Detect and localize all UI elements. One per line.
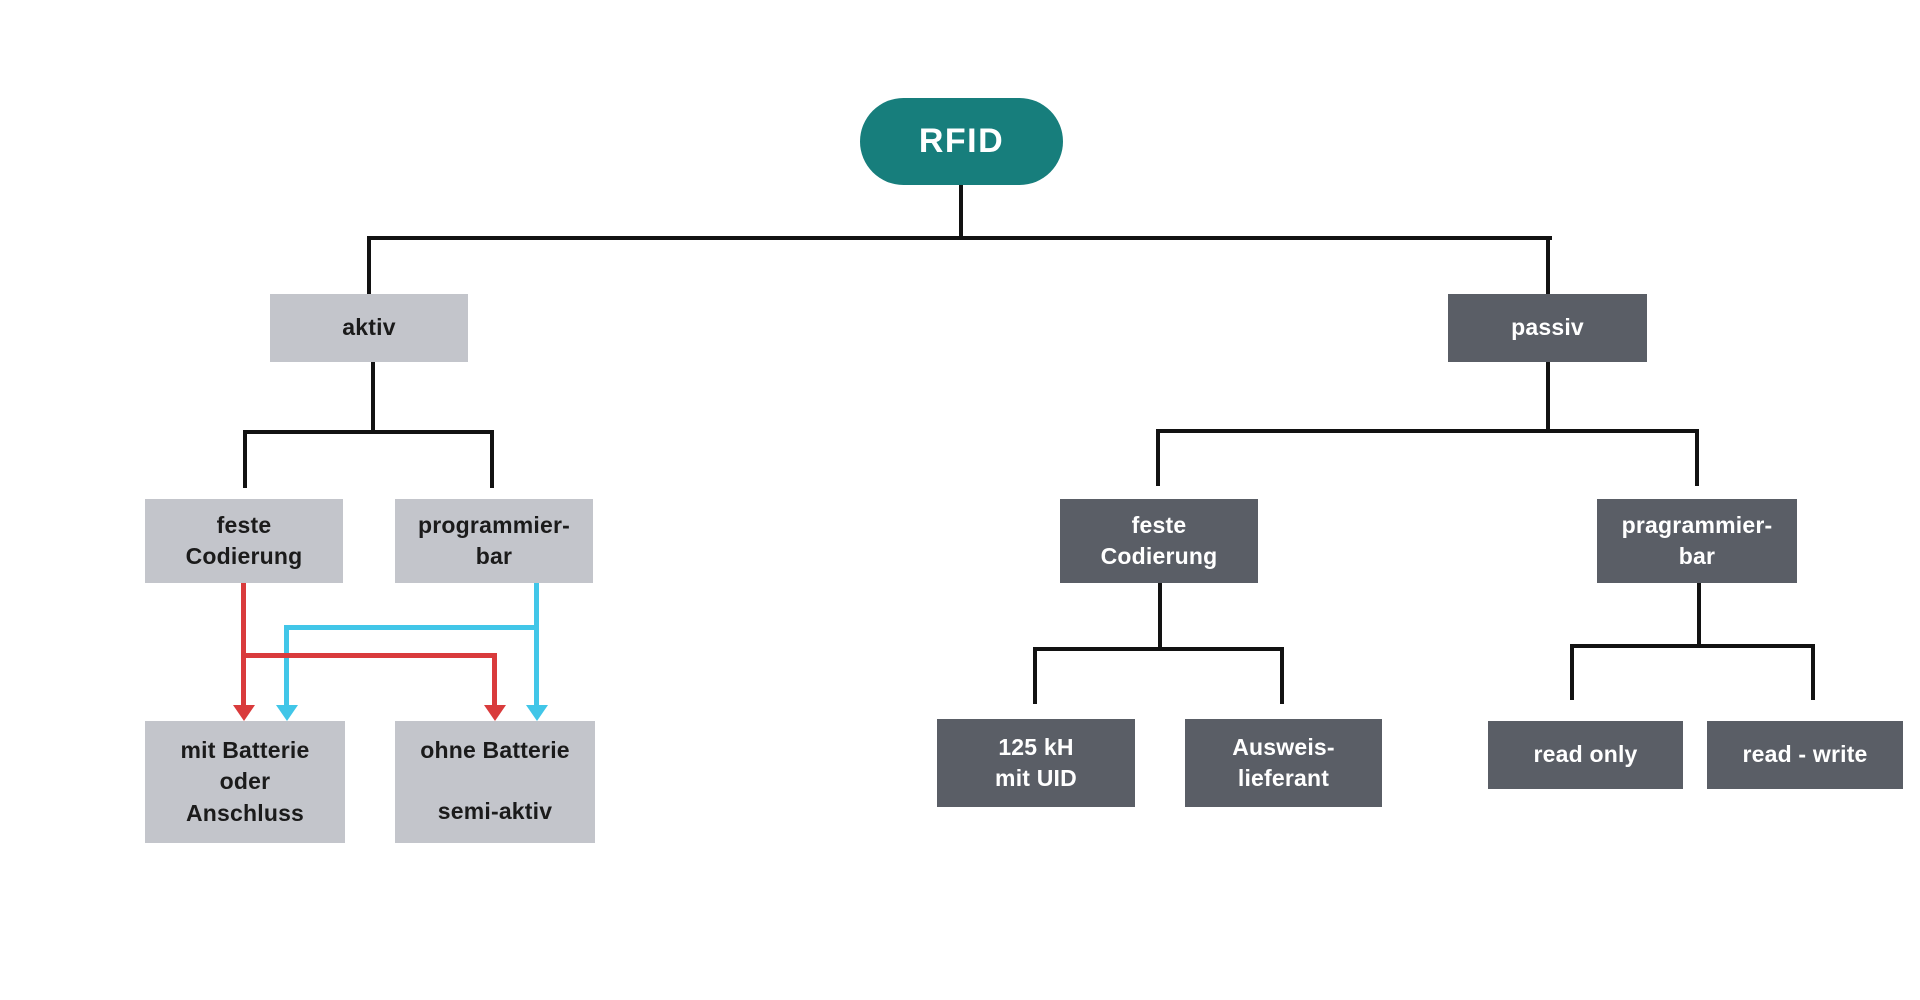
node-label-line: oder bbox=[219, 768, 271, 795]
connector-feste-r-drop bbox=[1156, 429, 1160, 486]
node-passiv-pragrammierbar: pragrammier- bar bbox=[1597, 499, 1797, 583]
node-aktiv-feste-codierung: feste Codierung bbox=[145, 499, 343, 583]
node-read-only: read only bbox=[1488, 721, 1683, 789]
node-label-line: Codierung bbox=[185, 543, 303, 569]
node-rfid-root: RFID bbox=[860, 98, 1063, 185]
connector-root-stem bbox=[959, 185, 963, 238]
node-label-line: feste bbox=[1131, 511, 1187, 538]
connector-readonly-drop bbox=[1570, 644, 1574, 700]
node-label-line: mit Batterie bbox=[180, 737, 310, 764]
node-label-line: pragrammier- bbox=[1621, 511, 1773, 538]
connector-ausweis-drop bbox=[1280, 647, 1284, 704]
connector-main-horizontal bbox=[367, 236, 1552, 240]
red-arrow-horizontal bbox=[241, 653, 497, 658]
node-passiv-feste-codierung: feste Codierung bbox=[1060, 499, 1258, 583]
node-label-line: Ausweis- bbox=[1232, 733, 1335, 760]
cyan-arrowhead-left bbox=[276, 705, 298, 721]
node-ausweis-lieferant: Ausweis- lieferant bbox=[1185, 719, 1382, 807]
node-125kh-mit-uid: 125 kH mit UID bbox=[937, 719, 1135, 807]
node-label-line: ohne Batterie bbox=[420, 737, 570, 763]
node-label-line: bar bbox=[475, 543, 513, 569]
connector-prog-r-stem bbox=[1697, 583, 1701, 646]
connector-aktiv-drop bbox=[367, 236, 371, 294]
node-label-line: programmier- bbox=[418, 511, 570, 538]
connector-feste-l-drop bbox=[243, 430, 247, 488]
cyan-arrow-stem bbox=[534, 583, 539, 707]
node-label-line: Codierung bbox=[1100, 543, 1218, 569]
connector-prog-l-drop bbox=[490, 430, 494, 488]
node-aktiv: aktiv bbox=[270, 294, 468, 362]
node-read-write-label: read - write bbox=[1742, 741, 1868, 768]
node-aktiv-label: aktiv bbox=[342, 314, 396, 341]
connector-passiv-stem bbox=[1546, 362, 1550, 431]
node-label-line: bar bbox=[1678, 543, 1716, 569]
cyan-arrowhead-right bbox=[526, 705, 548, 721]
connector-feste-r-stem bbox=[1158, 583, 1162, 649]
node-label-line: mit UID bbox=[995, 765, 1077, 791]
node-label-line: lieferant bbox=[1237, 765, 1330, 791]
connector-khz-drop bbox=[1033, 647, 1037, 704]
node-label-line: Anschluss bbox=[185, 799, 305, 826]
node-aktiv-programmierbar: programmier- bar bbox=[395, 499, 593, 583]
red-arrow-right-drop bbox=[492, 653, 497, 707]
cyan-arrow-left-drop bbox=[284, 625, 289, 707]
red-arrow-stem bbox=[241, 583, 246, 707]
connector-aktiv-horizontal bbox=[243, 430, 494, 434]
node-label-line: 125 kH bbox=[998, 733, 1074, 760]
node-label-line: feste bbox=[216, 511, 272, 538]
connector-passiv-horizontal bbox=[1156, 429, 1699, 433]
connector-prog-r-drop bbox=[1695, 429, 1699, 486]
node-label-line: semi-aktiv bbox=[437, 797, 553, 824]
node-read-write: read - write bbox=[1707, 721, 1903, 789]
connector-feste-r-horizontal bbox=[1033, 647, 1284, 651]
node-passiv: passiv bbox=[1448, 294, 1647, 362]
red-arrowhead-left bbox=[233, 705, 255, 721]
cyan-arrow-horizontal bbox=[284, 625, 539, 630]
connector-passiv-drop bbox=[1546, 236, 1550, 294]
node-mit-batterie: mit Batterie oder Anschluss bbox=[145, 721, 345, 843]
node-ohne-batterie: ohne Batterie semi-aktiv bbox=[395, 721, 595, 843]
connector-prog-r-horizontal bbox=[1570, 644, 1815, 648]
node-read-only-label: read only bbox=[1533, 741, 1638, 768]
connector-aktiv-stem bbox=[371, 362, 375, 432]
node-passiv-label: passiv bbox=[1511, 314, 1584, 341]
connector-readwrite-drop bbox=[1811, 644, 1815, 700]
red-arrowhead-right bbox=[484, 705, 506, 721]
node-rfid-label: RFID bbox=[918, 122, 1005, 161]
